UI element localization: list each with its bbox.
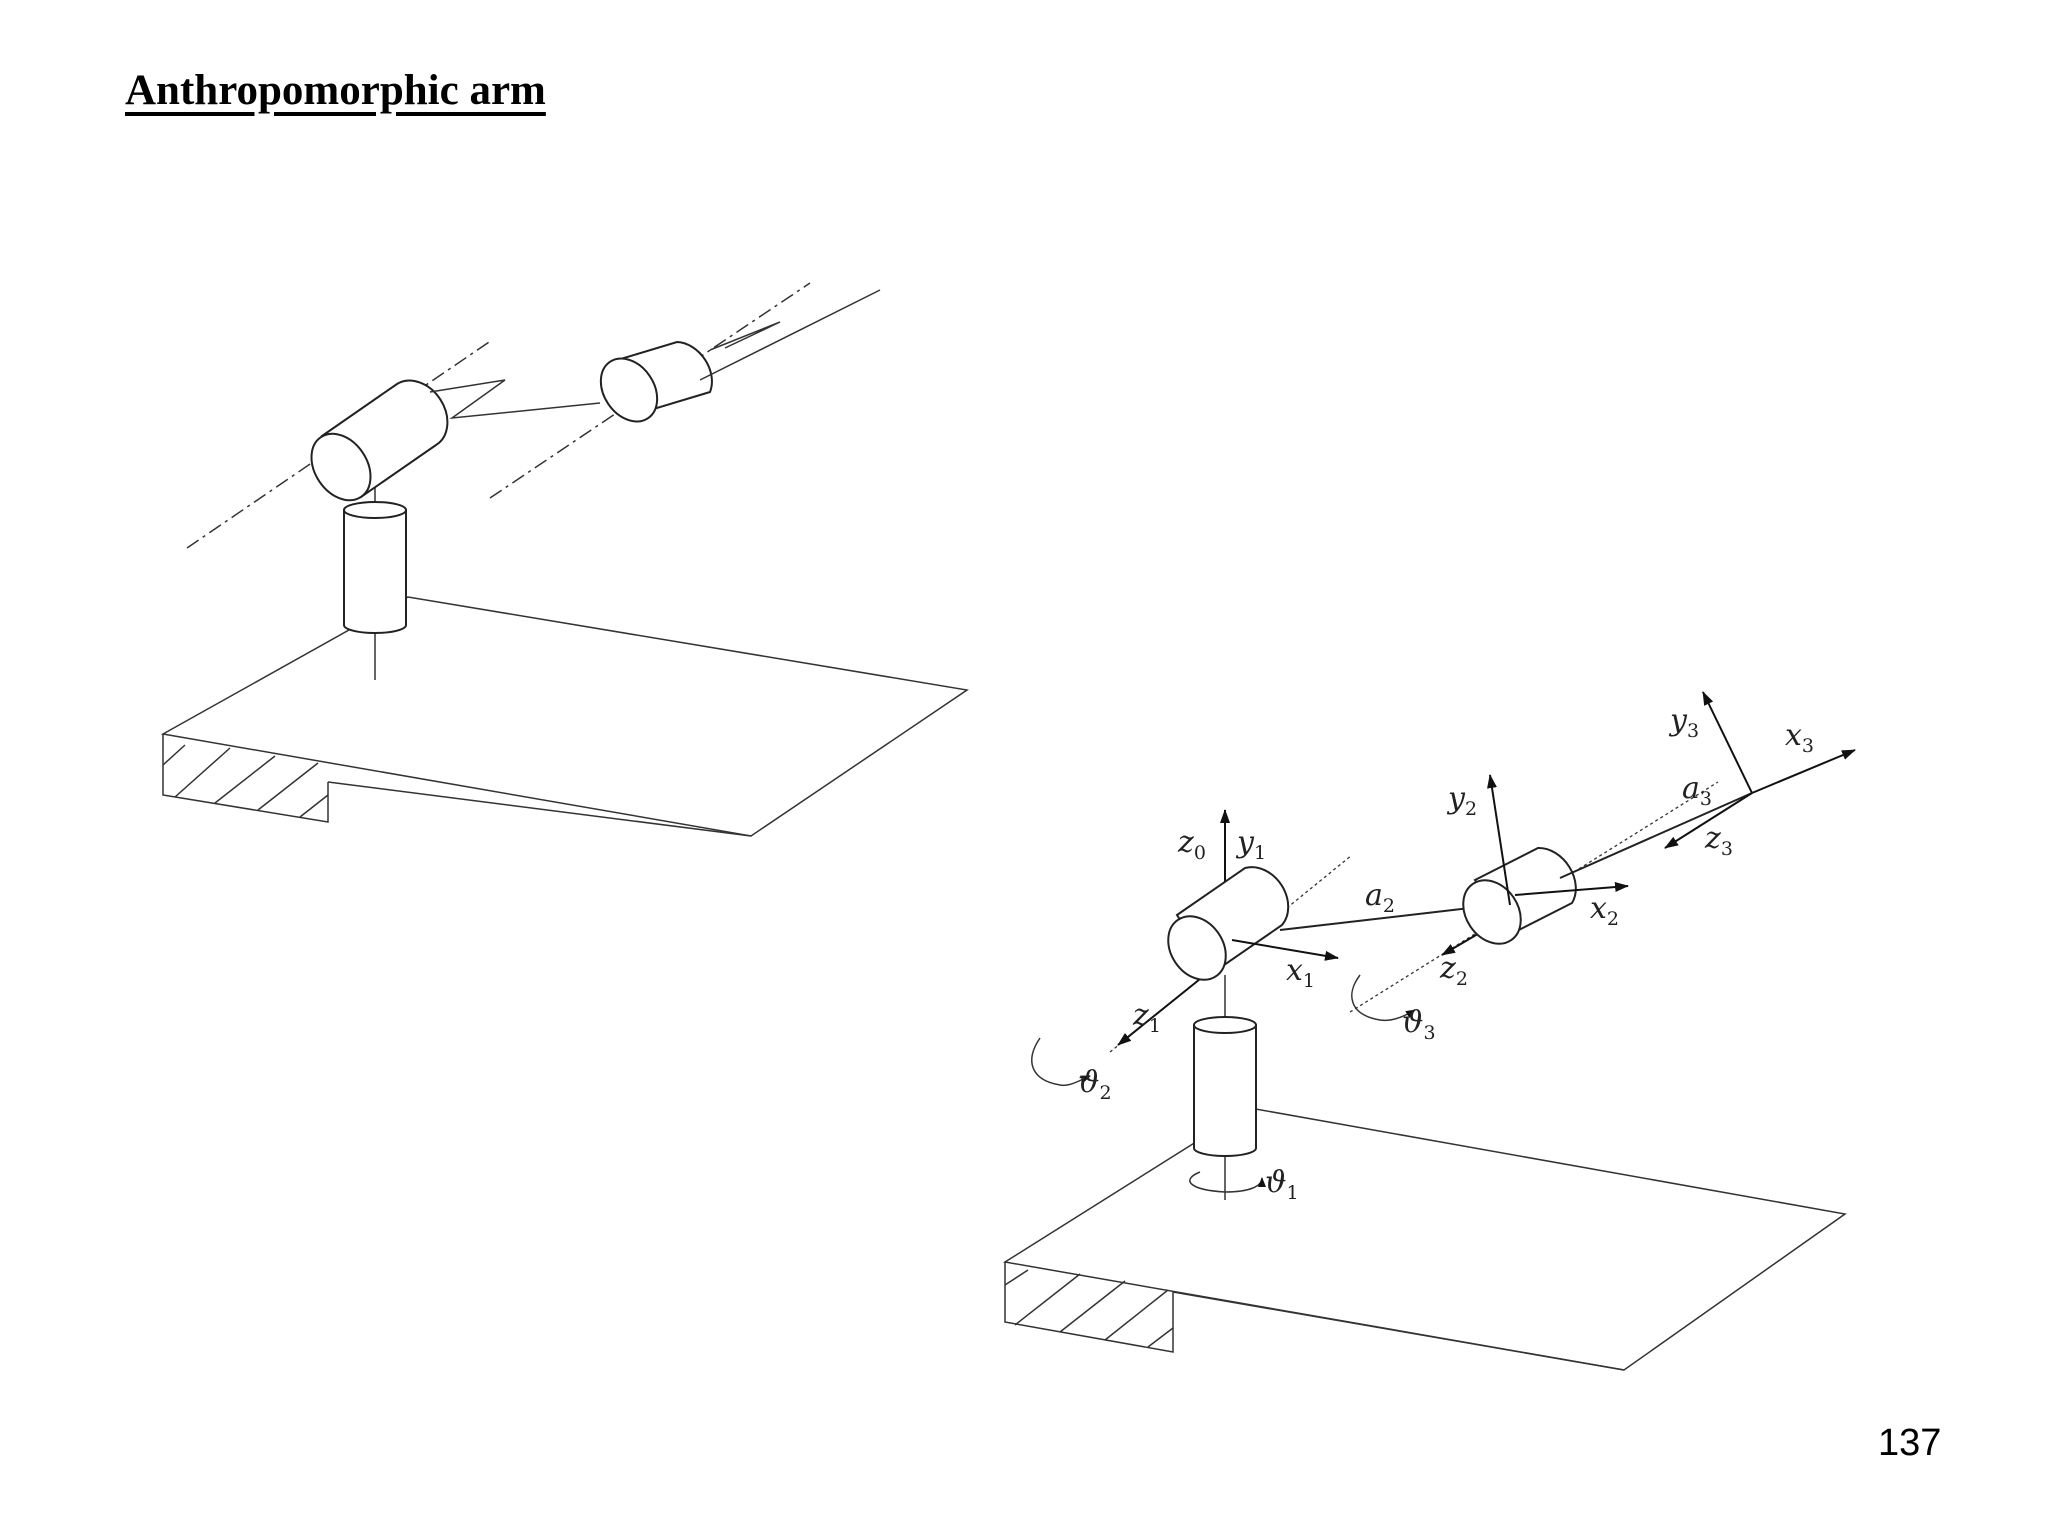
left-upper-link [429, 379, 601, 420]
label-x3: x3 [1785, 718, 1814, 757]
label-y1: y1 [1235, 825, 1266, 864]
z3-arrow [1664, 792, 1753, 849]
link-a3 [1559, 792, 1753, 879]
x3-arrow [1751, 749, 1856, 794]
slide-title: Anthropomorphic arm [125, 67, 546, 114]
right-plate-hatching [1004, 1269, 1174, 1348]
left-elbow-joint [599, 340, 713, 423]
theta3-rotation-arrow [1351, 974, 1416, 1022]
link-a2 [1279, 907, 1471, 931]
label-theta3: ϑ3 [1402, 1005, 1436, 1044]
label-x2: x2 [1590, 891, 1619, 930]
label-theta1: ϑ1 [1265, 1165, 1299, 1204]
right-base-plate [1002, 1107, 1847, 1371]
left-shoulder-axis [186, 339, 493, 549]
label-z1: z1 [1132, 998, 1161, 1037]
label-a2: a2 [1365, 878, 1395, 917]
theta2-rotation-arrow [1031, 1037, 1091, 1087]
left-plate-hatching [162, 744, 329, 818]
right-elbow-joint [1462, 846, 1577, 945]
y2-arrow [1487, 774, 1511, 906]
label-z3: z3 [1704, 821, 1733, 860]
right-base-joint [1193, 975, 1257, 1200]
page-number: 137 [1878, 1422, 1942, 1464]
label-z2: z2 [1439, 951, 1468, 990]
label-theta2: ϑ2 [1078, 1065, 1112, 1104]
label-y3: y3 [1668, 703, 1699, 742]
label-x1: x1 [1286, 953, 1315, 992]
left-shoulder-joint [310, 379, 449, 502]
theta1-rotation-arrow [1189, 1171, 1266, 1193]
axis-labels: z0 y1 x1 z1 ϑ1 ϑ2 a2 y2 x2 z2 ϑ3 y3 x3 a… [1078, 703, 1814, 1204]
right-arm-diagram [1002, 691, 1856, 1371]
label-y2: y2 [1446, 781, 1477, 820]
y3-arrow [1702, 691, 1753, 794]
z1-arrow [1117, 974, 1206, 1046]
left-forearm [699, 289, 881, 381]
left-arm-diagram [160, 282, 969, 837]
right-shoulder-joint [1167, 866, 1290, 981]
left-base-joint [343, 460, 407, 680]
label-a3: a3 [1682, 771, 1712, 810]
label-z0: z0 [1177, 825, 1206, 864]
x2-arrow [1514, 882, 1629, 896]
left-base-plate [160, 596, 969, 837]
x1-arrow [1231, 939, 1339, 961]
